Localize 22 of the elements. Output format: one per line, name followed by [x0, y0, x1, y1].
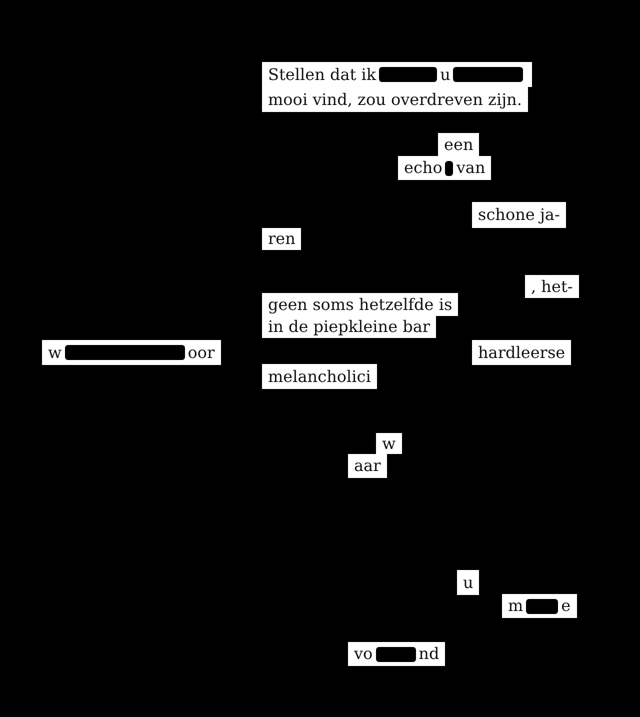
text-fragment: , het-	[531, 276, 573, 298]
text-fragment: u	[440, 64, 450, 86]
text-fragment: in de piepkleine bar	[268, 316, 430, 338]
text-fragment: Stellen dat ik	[268, 64, 376, 86]
text-fragment: ren	[268, 228, 296, 250]
text-fragment: m	[508, 595, 524, 617]
text-fragment: oor	[188, 342, 215, 364]
text-fragment: echo	[404, 157, 442, 179]
text-fragment: hardleerse	[478, 342, 566, 364]
text-fragment: w	[382, 432, 396, 454]
text-fragment: melancholici	[268, 366, 371, 388]
text-fragment: mooi vind, zou overdreven zijn.	[268, 88, 522, 110]
text-fragment: e	[561, 595, 571, 617]
text-fragment: u	[463, 572, 474, 594]
text-fragment: vo	[354, 643, 373, 665]
text-fragment: nd	[418, 643, 440, 665]
text-fragment: aar	[354, 455, 381, 477]
text-fragment: van	[456, 157, 486, 179]
text-fragment: een	[444, 134, 474, 156]
text-fragment: geen soms hetzelfde is	[268, 294, 452, 316]
text-fragment: w	[48, 342, 62, 364]
text-fragment: schone ja-	[478, 204, 560, 226]
